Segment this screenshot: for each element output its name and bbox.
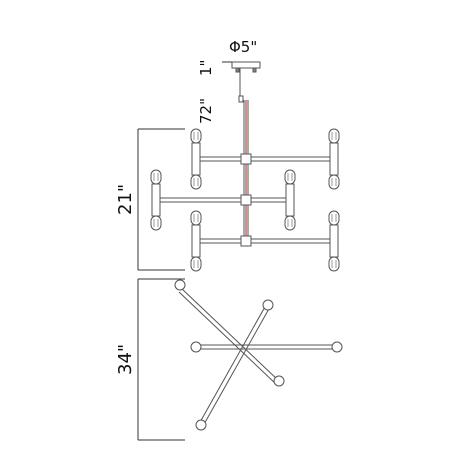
swivel-joint [238, 95, 244, 103]
canopy-screw-left [235, 67, 240, 73]
canopy-diameter-label: Φ5" [229, 38, 257, 56]
plan-arm-crossing-upper [198, 304, 267, 425]
bulb-upper-tier-2-left [150, 169, 162, 185]
plan-endcap-top-left [174, 279, 186, 291]
rod-hubs [240, 153, 252, 247]
canopy-screw-right [252, 67, 257, 73]
socket-body-tier-3-right [329, 224, 339, 258]
center-rod [243, 100, 249, 244]
plan-arm-diagonal-upper [180, 287, 280, 382]
socket-tier-3-right [328, 210, 340, 272]
bulb-upper-tier-1-right [328, 128, 340, 144]
hub-tier-2 [240, 194, 252, 206]
socket-tier-1-right [328, 128, 340, 190]
plan-endcap-bottom-right [273, 375, 285, 387]
bulb-lower-tier-2-right [284, 215, 296, 231]
span-dim-bracket [137, 278, 185, 441]
socket-body-tier-1-left [191, 142, 201, 176]
hub-tier-1 [240, 153, 252, 165]
fixture-span-label: 34" [115, 344, 136, 375]
plan-endcap-mid-right [331, 341, 343, 353]
bulb-lower-tier-3-right [328, 256, 340, 272]
rod-length-label: 72" [197, 98, 215, 124]
plan-arm-diagonal-lower [178, 291, 278, 386]
elevation-arms [156, 156, 334, 244]
bulb-upper-tier-3-right [328, 210, 340, 226]
plan-endcap-bottom-left [195, 419, 207, 431]
plan-view [174, 279, 343, 431]
bulb-lower-tier-3-left [190, 256, 202, 272]
socket-body-tier-2-right [285, 183, 295, 217]
bulb-upper-tier-3-left [190, 210, 202, 226]
bulb-lower-tier-1-right [328, 174, 340, 190]
socket-tier-1-left [190, 128, 202, 190]
bulb-sockets [150, 128, 340, 272]
socket-body-tier-3-left [191, 224, 201, 258]
canopy-height-label: 1" [197, 60, 215, 76]
socket-tier-2-left [150, 169, 162, 231]
socket-tier-2-right [284, 169, 296, 231]
socket-body-tier-2-left [151, 183, 161, 217]
height-dim-bracket [137, 128, 185, 271]
socket-body-tier-1-right [329, 142, 339, 176]
bulb-lower-tier-2-left [150, 215, 162, 231]
canopy-plate [231, 61, 261, 69]
bulb-upper-tier-1-left [190, 128, 202, 144]
canopy-group [222, 61, 261, 103]
socket-tier-3-left [190, 210, 202, 272]
plan-arm-crossing-lower [202, 306, 271, 427]
hub-tier-3 [240, 235, 252, 247]
bulb-upper-tier-2-right [284, 169, 296, 185]
fixture-height-label: 21" [115, 184, 136, 215]
plan-endcap-top-right [262, 299, 274, 311]
bulb-lower-tier-1-left [190, 174, 202, 190]
plan-endcap-mid-left [190, 341, 202, 353]
